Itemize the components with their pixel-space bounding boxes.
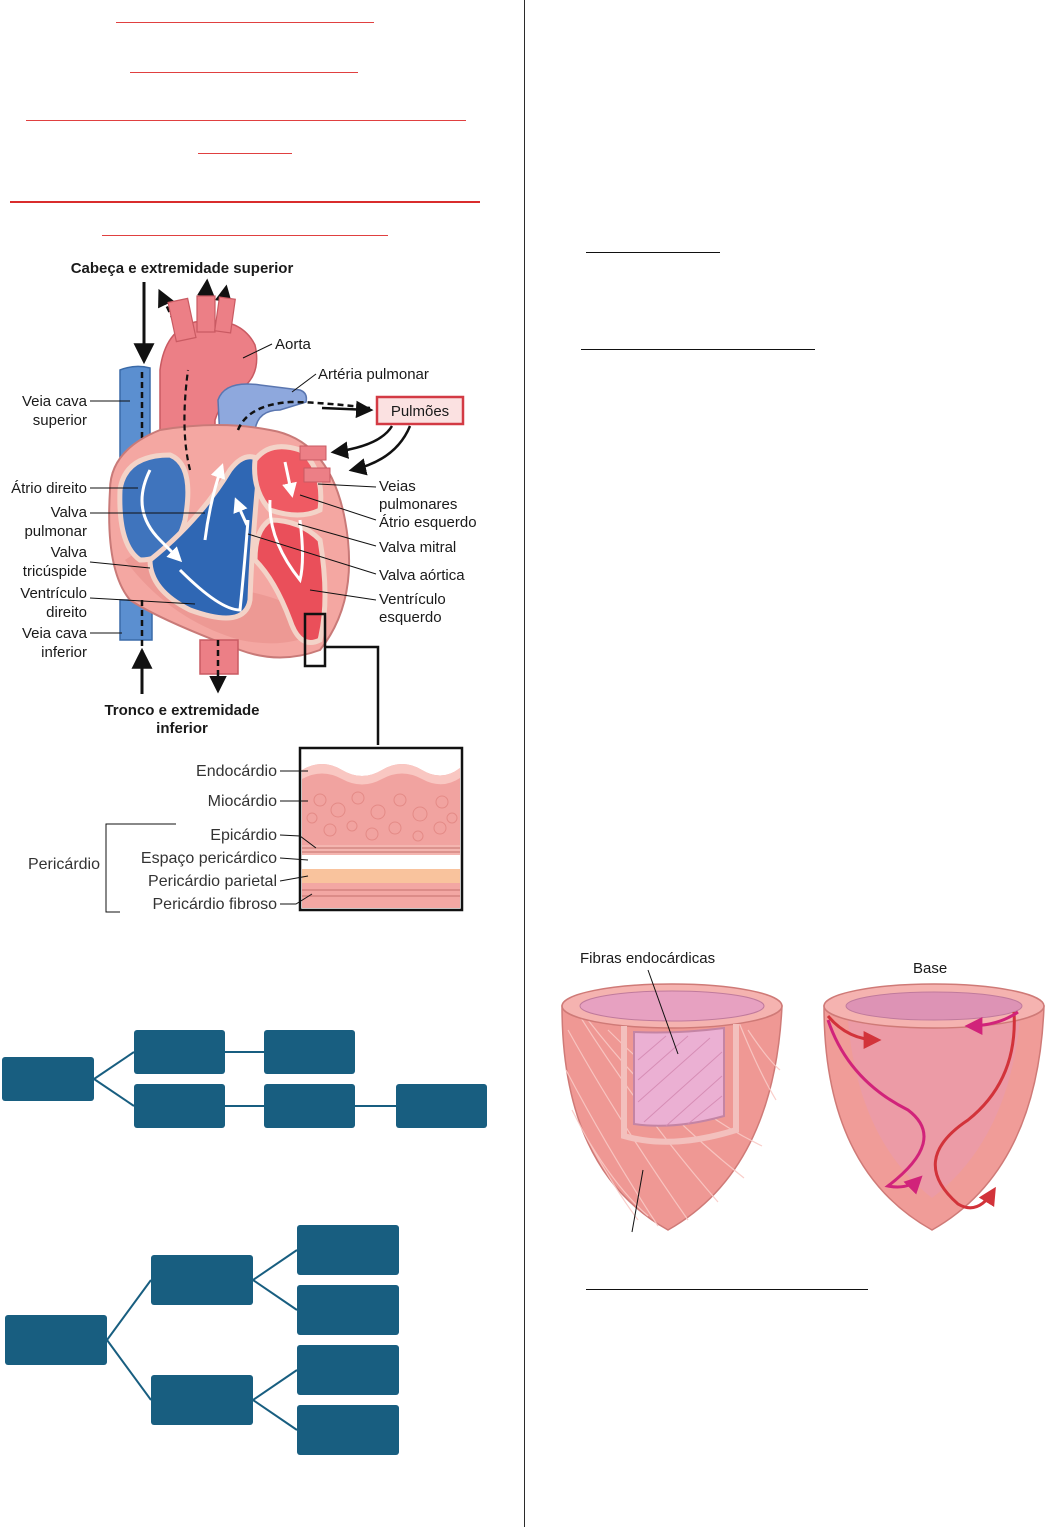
label-trunk-1: Tronco e extremidade bbox=[104, 702, 259, 719]
blank-line-3 bbox=[26, 120, 466, 121]
blank-line-5 bbox=[10, 201, 480, 203]
heart-wall-inset bbox=[298, 746, 464, 912]
blank-line-right-3 bbox=[586, 1289, 868, 1290]
label-base: Base bbox=[913, 960, 947, 977]
label-pulmonary-veins-1: Veias bbox=[379, 478, 416, 495]
label-myocardium: Miocárdio bbox=[208, 793, 277, 810]
label-epicardium: Epicárdio bbox=[210, 827, 277, 844]
label-pulmonary-veins-2: pulmonares bbox=[379, 496, 457, 513]
label-endocardium: Endocárdio bbox=[196, 763, 277, 780]
concept-map-2 bbox=[5, 1225, 399, 1455]
map1-box-bottom-2 bbox=[264, 1084, 355, 1128]
lungs-box bbox=[375, 395, 465, 426]
label-trunk-2: inferior bbox=[156, 720, 208, 737]
map2-mid-box-2 bbox=[151, 1375, 253, 1425]
map1-box-top-1 bbox=[134, 1030, 225, 1074]
cardiac-fibers-figure: Fibras endocárdicas Base bbox=[561, 950, 1045, 1233]
label-left-ventricle-2: esquerdo bbox=[379, 609, 442, 626]
label-left-ventricle-1: Ventrículo bbox=[379, 591, 446, 608]
label-svc-2: superior bbox=[33, 412, 87, 429]
label-pericardium: Pericárdio bbox=[28, 856, 100, 873]
map1-box-bottom-1 bbox=[134, 1084, 225, 1128]
label-left-atrium: Átrio esquerdo bbox=[379, 514, 477, 531]
label-fibrous-pericardium: Pericárdio fibroso bbox=[153, 896, 278, 913]
label-right-ventricle-1: Ventrículo bbox=[20, 585, 87, 602]
label-pulmonary-valve-2: pulmonar bbox=[24, 523, 87, 540]
map1-box-bottom-3 bbox=[396, 1084, 487, 1128]
map2-leaf-box-2 bbox=[297, 1285, 399, 1335]
right-heart-cup bbox=[823, 983, 1045, 1231]
column-divider bbox=[524, 0, 525, 1527]
label-ivc-2: inferior bbox=[41, 644, 87, 661]
label-pulmonary-artery: Artéria pulmonar bbox=[318, 366, 429, 383]
map2-leaf-box-1 bbox=[297, 1225, 399, 1275]
label-tricuspid-valve-1: Valva bbox=[51, 544, 88, 561]
map1-box-top-2 bbox=[264, 1030, 355, 1074]
label-aortic-valve: Valva aórtica bbox=[379, 567, 465, 584]
label-right-ventricle-2: direito bbox=[46, 604, 87, 621]
blank-line-4 bbox=[198, 153, 292, 154]
label-svc-1: Veia cava bbox=[22, 393, 88, 410]
label-lungs: Pulmões bbox=[391, 403, 449, 420]
blank-line-2 bbox=[130, 72, 358, 73]
heart-anatomy-diagram: Cabeça e extremidade superior bbox=[11, 260, 477, 913]
label-pericardial-space: Espaço pericárdico bbox=[141, 850, 277, 867]
left-heart-cup bbox=[561, 969, 783, 1233]
map2-root-box bbox=[5, 1315, 107, 1365]
blank-line-6 bbox=[102, 235, 388, 236]
label-tricuspid-valve-2: tricúspide bbox=[23, 563, 87, 580]
blank-line-right-1 bbox=[586, 252, 720, 253]
map2-leaf-box-3 bbox=[297, 1345, 399, 1395]
label-head-upper-limb: Cabeça e extremidade superior bbox=[71, 260, 294, 277]
blank-line-1 bbox=[116, 22, 374, 23]
label-mitral-valve: Valva mitral bbox=[379, 539, 456, 556]
label-endocardial-fibers: Fibras endocárdicas bbox=[580, 950, 715, 967]
label-right-atrium: Átrio direito bbox=[11, 480, 87, 497]
label-parietal-pericardium: Pericárdio parietal bbox=[148, 873, 277, 890]
label-aorta: Aorta bbox=[275, 336, 312, 353]
blank-line-right-2 bbox=[581, 349, 815, 350]
label-pulmonary-valve-1: Valva bbox=[51, 504, 88, 521]
map2-leaf-box-4 bbox=[297, 1405, 399, 1455]
label-ivc-1: Veia cava bbox=[22, 625, 88, 642]
map2-mid-box-1 bbox=[151, 1255, 253, 1305]
concept-map-1 bbox=[2, 1030, 487, 1128]
map1-root-box bbox=[2, 1057, 94, 1101]
